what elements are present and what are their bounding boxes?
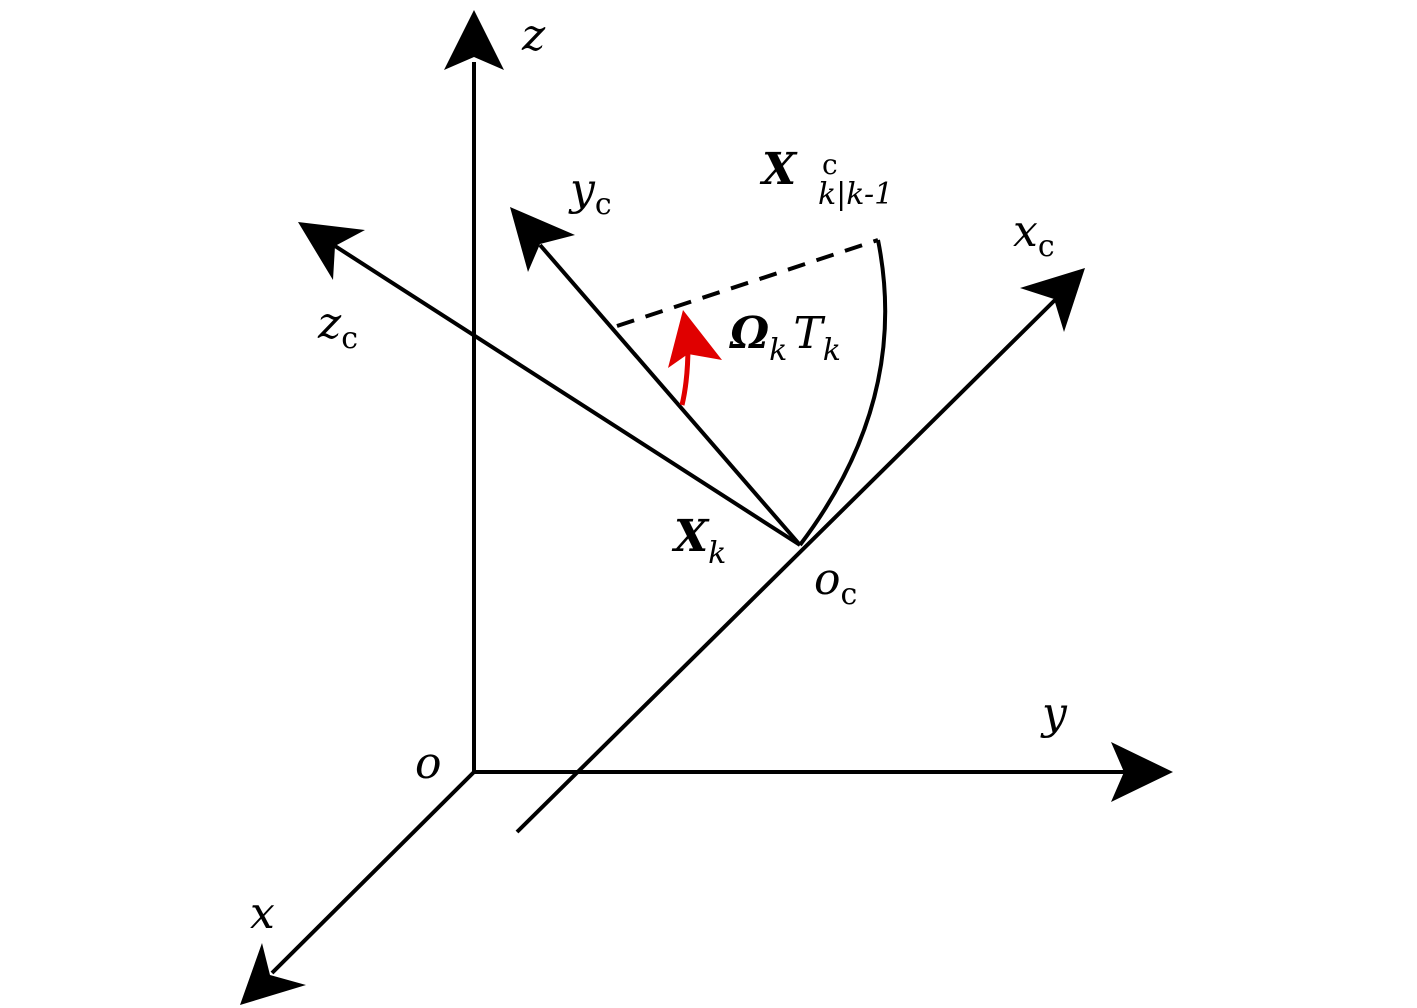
- world-z-label: z: [522, 10, 546, 61]
- world-x-label: x: [250, 888, 275, 939]
- camera-y-label: yc: [570, 164, 612, 222]
- state-predicted-superscript: c: [822, 148, 838, 181]
- state-current-label: Xk: [674, 511, 727, 571]
- world-x-arrowhead: [240, 943, 306, 1005]
- rotation-arrow-head: [668, 310, 722, 368]
- camera-origin-label: oc: [814, 554, 858, 612]
- camera-y-axis: [538, 243, 802, 547]
- world-origin-label: o: [415, 738, 442, 789]
- camera-x-label: xc: [1013, 206, 1055, 264]
- prediction-dashed-line: [616, 238, 879, 328]
- world-y-arrowhead: [1111, 742, 1173, 802]
- world-z-arrowhead: [444, 10, 504, 70]
- state-predicted-label: X: [762, 144, 797, 195]
- camera-z-label: zc: [318, 298, 358, 356]
- camera-z-axis: [333, 244, 802, 547]
- rotation-arc: [798, 239, 888, 547]
- camera-x-arrowhead: [1020, 268, 1085, 332]
- world-x-axis: [270, 770, 476, 975]
- world-y-label: y: [1042, 688, 1067, 739]
- camera-z-arrowhead: [298, 222, 365, 280]
- state-predicted-subscript: k|k-1: [818, 177, 894, 212]
- camera-x-axis: [515, 298, 1057, 834]
- camera-y-arrowhead: [510, 207, 575, 272]
